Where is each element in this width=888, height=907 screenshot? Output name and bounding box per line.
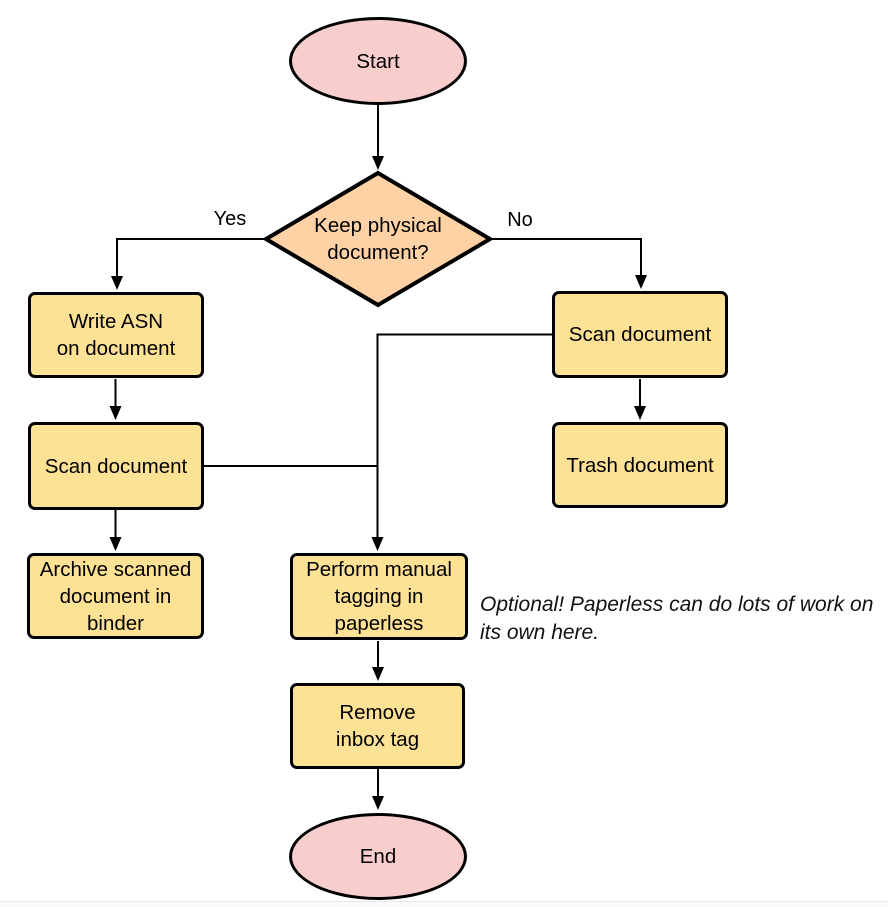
node-write-asn-label: Write ASN on document bbox=[56, 310, 176, 360]
node-manual-tagging: Perform manual tagging in paperless bbox=[290, 553, 468, 640]
node-archive-binder-label: Archive scanned document in binder bbox=[39, 557, 192, 635]
node-remove-inbox-tag-label: Remove inbox tag bbox=[335, 701, 420, 751]
node-scan-document-right-label: Scan document bbox=[568, 323, 712, 346]
edge-decision-yes bbox=[111, 238, 265, 290]
node-archive-binder: Archive scanned document in binder bbox=[27, 553, 204, 639]
node-start-label: Start bbox=[356, 49, 400, 73]
node-manual-tagging-label: Perform manual tagging in paperless bbox=[306, 558, 452, 635]
decision-diamond-shape bbox=[262, 170, 494, 308]
node-start: Start bbox=[289, 17, 467, 105]
node-trash-document-label: Trash document bbox=[566, 453, 714, 477]
edge-label-yes-text: Yes bbox=[213, 208, 247, 230]
optional-note: Optional! Paperless can do lots of work … bbox=[480, 593, 874, 644]
edge-label-no: No bbox=[490, 209, 550, 231]
edge-scanright-to-tagging bbox=[371, 333, 552, 551]
edge-label-yes: Yes bbox=[200, 208, 260, 230]
node-decision: Keep physical document? bbox=[268, 175, 488, 303]
node-end: End bbox=[289, 813, 467, 900]
node-write-asn: Write ASN on document bbox=[28, 292, 204, 378]
edge-decision-no bbox=[490, 238, 647, 289]
viewport-bottom-edge bbox=[0, 901, 888, 907]
edge-label-no-text: No bbox=[507, 209, 533, 231]
node-trash-document: Trash document bbox=[552, 422, 728, 508]
node-remove-inbox-tag: Remove inbox tag bbox=[290, 683, 465, 769]
node-scan-document-left: Scan document bbox=[28, 422, 204, 510]
node-scan-document-left-label: Scan document bbox=[44, 454, 188, 478]
node-scan-document-right: Scan document bbox=[552, 291, 728, 378]
node-decision-label: Keep physical document? bbox=[314, 214, 442, 264]
node-end-label: End bbox=[359, 845, 397, 868]
